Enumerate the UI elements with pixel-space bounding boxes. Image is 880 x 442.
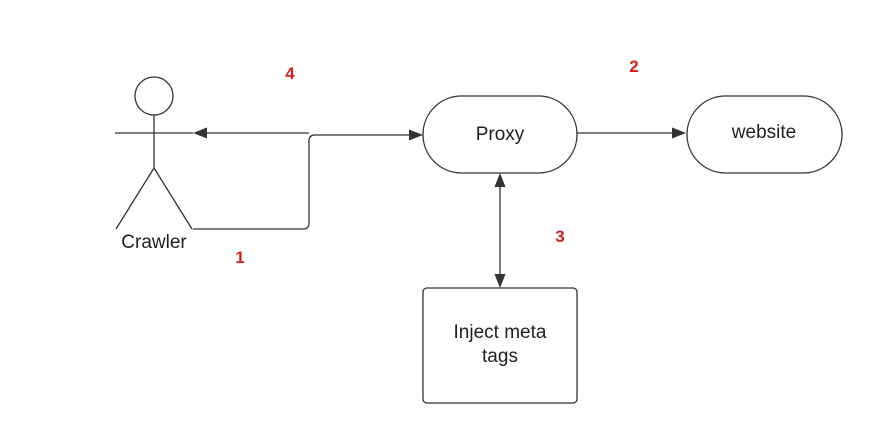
- arrowhead-down-to-inject: [494, 274, 506, 288]
- inject-label-line1: Inject meta: [454, 322, 547, 343]
- website-node: [686, 95, 843, 174]
- arrowhead-to-website: [672, 127, 686, 139]
- inject-meta-tags-node: [422, 287, 578, 404]
- crawler-actor: [115, 76, 193, 230]
- step-label-2: 2: [629, 57, 638, 76]
- actor-left-leg: [115, 167, 155, 230]
- arrowhead-to-proxy: [409, 129, 423, 141]
- step-label-3: 3: [555, 227, 564, 246]
- connector-crawler-to-proxy: [193, 134, 410, 230]
- step-label-4: 4: [285, 64, 295, 83]
- actor-right-leg: [153, 167, 193, 230]
- arrowhead-to-crawler: [193, 127, 207, 139]
- step-label-1: 1: [235, 248, 244, 267]
- arrowhead-up-to-proxy: [494, 173, 506, 187]
- proxy-label: Proxy: [476, 124, 525, 145]
- website-label: website: [731, 122, 796, 143]
- inject-label-line2: tags: [482, 346, 518, 367]
- actor-label: Crawler: [121, 232, 187, 253]
- actor-head: [134, 76, 174, 116]
